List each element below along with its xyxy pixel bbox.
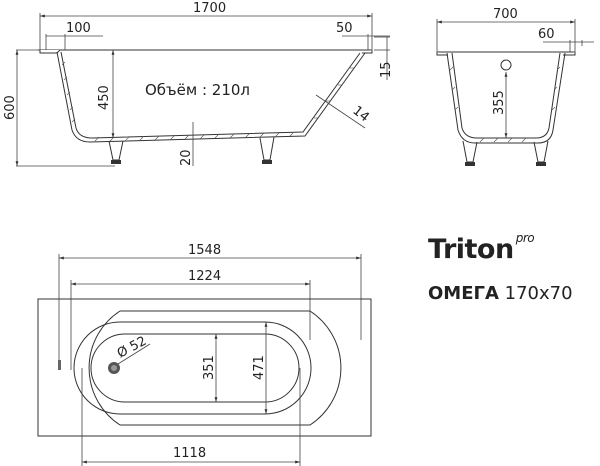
overflow-icon [500,59,512,71]
dim-overflow-height: 355 [492,90,507,115]
brand-superscript: pro [515,231,535,245]
dim-overall-width: 700 [493,7,518,22]
dim-rim-width: 60 [538,27,555,42]
end-view: 700 60 [436,7,594,166]
dim-drain-diameter: Ø 52 [115,334,149,362]
dim-outer-length: 1548 [188,243,221,258]
side-view: 1700 100 50 15 [3,1,394,167]
dim-inner-length-top: 1224 [188,269,221,284]
dim-left-rim: 100 [66,21,91,36]
model-size: 170x70 [504,283,573,304]
dim-right-rim: 50 [336,21,353,36]
dim-height: 600 [3,95,18,120]
dim-inner-width: 351 [202,355,217,380]
dim-wall-thickness: 14 [350,103,372,125]
volume-label: Объём : 210л [145,81,250,99]
dim-inner-length-bottom: 1118 [173,446,206,461]
dim-rim-thickness: 15 [379,61,394,78]
model-name: ОМЕГА [428,283,499,304]
dim-bottom-thickness: 20 [179,149,194,166]
model-title: ОМЕГА 170x70 [428,283,573,304]
dim-inner-depth: 450 [97,85,112,110]
top-view: 1548 1224 Ø 52 351 471 1118 [37,243,372,466]
dim-outer-width: 471 [252,355,267,380]
dim-overall-length: 1700 [193,1,226,16]
brand-name: Triton [428,234,514,265]
